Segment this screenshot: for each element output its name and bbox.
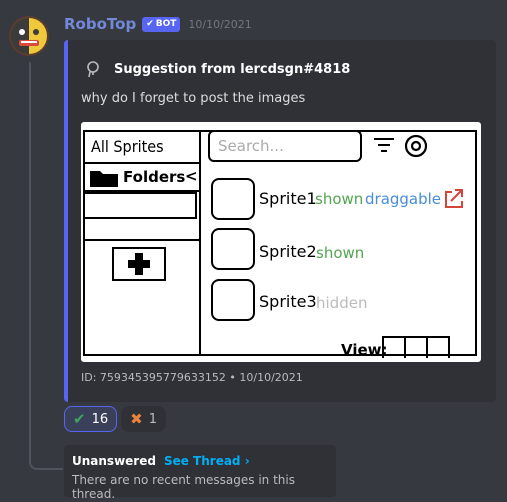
mockup-title: All Sprites	[91, 137, 164, 156]
reactions-bar: ✔ 16 ✖ 1	[64, 406, 166, 432]
mockup-sprite-status-2: shown	[316, 244, 365, 262]
mockup-folders-chevron: <	[185, 167, 198, 185]
message-header: RoboTop ✔ BOT 10/10/2021	[64, 15, 252, 33]
thread-connector-line	[29, 62, 63, 470]
thread-title: Unanswered	[72, 454, 156, 468]
mockup-view-toggle	[382, 336, 450, 358]
embed-description: why do I forget to post the images	[81, 91, 306, 106]
suggestion-embed: Suggestion from lercdsgn#4818 why do I f…	[64, 40, 496, 402]
timestamp: 10/10/2021	[188, 17, 252, 31]
mockup-add-folder-button	[112, 247, 166, 281]
mockup-folder-slot-2	[83, 219, 199, 241]
bot-badge: ✔ BOT	[142, 16, 181, 32]
reaction-count: 1	[148, 411, 157, 427]
embed-author-name: Suggestion from lercdsgn#4818	[114, 61, 351, 77]
share-icon	[445, 189, 463, 208]
mockup-folders-label: Folders	[123, 168, 186, 186]
reaction-checkmark[interactable]: ✔ 16	[64, 406, 118, 432]
check-icon: ✔	[146, 19, 154, 29]
mockup-sprite-name-2: Sprite2	[259, 242, 317, 261]
mockup-view-label: View:	[341, 341, 388, 359]
embed-author: Suggestion from lercdsgn#4818	[84, 60, 350, 78]
target-icon	[404, 134, 428, 158]
robot-avatar-icon	[9, 16, 49, 56]
mockup-search-box	[208, 130, 362, 162]
mockup-sprite-status-3: hidden	[316, 294, 368, 312]
mockup-sprite-thumb-3	[211, 279, 255, 321]
mockup-folders-row	[83, 162, 199, 192]
see-thread-link[interactable]: See Thread ›	[163, 454, 250, 468]
mockup-search-placeholder: Search...	[218, 137, 284, 155]
mockup-sprite-name-1: Sprite1	[259, 189, 317, 208]
mockup-sprite-status-1: shown	[315, 190, 364, 208]
thread-empty-message: There are no recent messages in this thr…	[72, 473, 295, 501]
reaction-cross[interactable]: ✖ 1	[121, 406, 166, 432]
mockup-divider	[199, 130, 201, 356]
username[interactable]: RoboTop	[64, 15, 137, 33]
embed-footer: ID: 759345395779633152 • 10/10/2021	[81, 371, 303, 384]
checkmark-icon: ✔	[73, 410, 86, 428]
mockup-sprite-thumb-1	[211, 178, 255, 220]
reaction-count: 16	[91, 411, 109, 427]
folder-icon	[90, 171, 118, 187]
filter-icon	[374, 138, 394, 152]
bot-badge-label: BOT	[155, 19, 177, 29]
embed-image[interactable]: All Sprites Search... Folders < Sprite1 …	[81, 122, 481, 362]
mockup-sprite-extra-1: draggable	[365, 190, 442, 208]
mockup-sprite-thumb-2	[211, 228, 255, 270]
cross-icon: ✖	[130, 410, 143, 428]
thread-preview[interactable]: Unanswered See Thread › There are no rec…	[64, 445, 336, 501]
avatar[interactable]	[9, 16, 49, 56]
suggestion-icon	[87, 61, 99, 78]
plus-icon	[128, 253, 150, 275]
mockup-folder-slot-1	[83, 192, 197, 219]
thread-header: Unanswered See Thread ›	[72, 454, 336, 468]
mockup-sprite-name-3: Sprite3	[259, 292, 317, 311]
